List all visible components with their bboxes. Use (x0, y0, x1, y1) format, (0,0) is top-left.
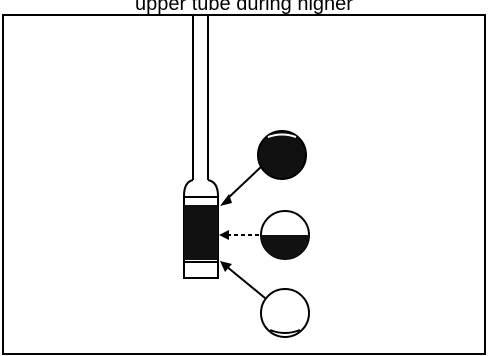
top-caption-partial: upper tube during higher (135, 0, 353, 15)
arrow-full-head (220, 194, 232, 206)
arrow-empty-head (220, 261, 232, 272)
arrow-full-line (225, 165, 263, 201)
tube-bottom-cap (183, 261, 219, 279)
indicator-empty-meniscus (269, 329, 301, 334)
liquid-column (184, 205, 218, 260)
indicator-half-fill (261, 235, 309, 259)
figure-border (2, 14, 486, 355)
indicator-empty-circle (260, 288, 310, 338)
indicator-full-circle (257, 130, 307, 180)
arrow-empty-line (225, 265, 266, 299)
indicator-full-meniscus (267, 133, 297, 138)
arrow-half-head (219, 230, 229, 240)
